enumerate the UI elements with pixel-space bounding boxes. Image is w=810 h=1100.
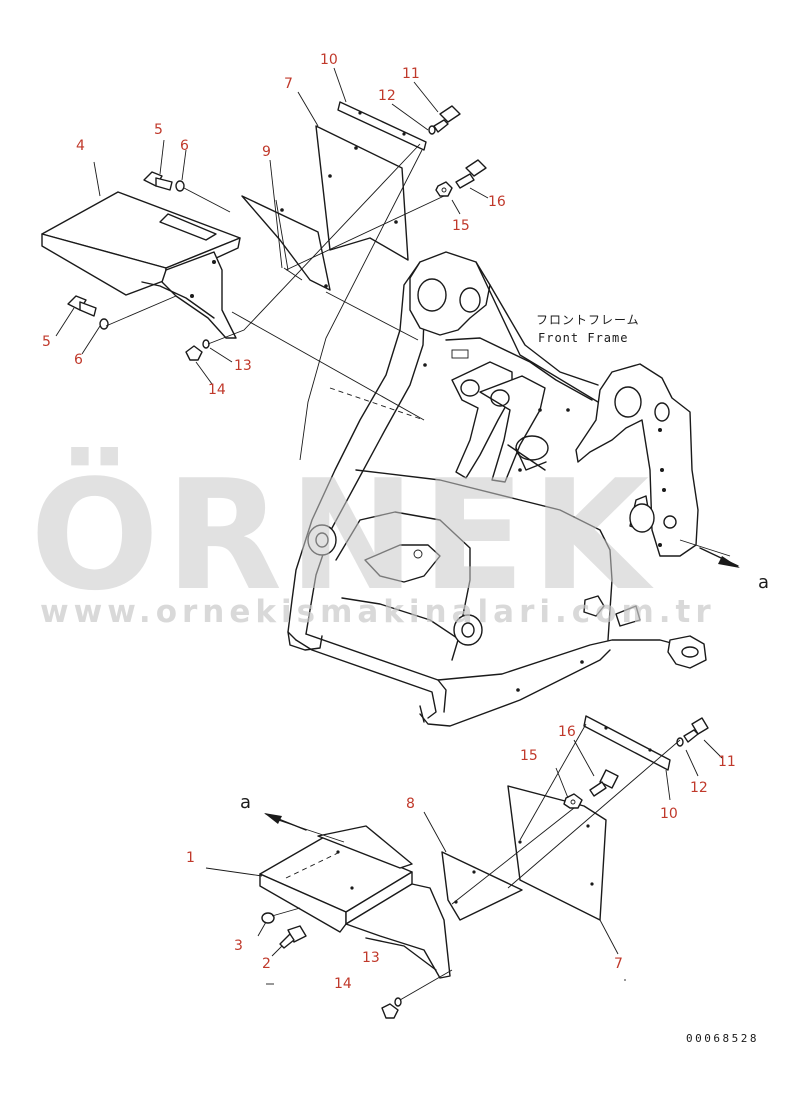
cover-plate-8: [441, 851, 523, 921]
nut-14-lower: [381, 1003, 399, 1019]
callout-6-upper-bottom: 6: [74, 352, 83, 368]
callout-14-lower: 14: [334, 976, 352, 992]
callout-leaders: [55, 67, 723, 957]
callout-8: 8: [406, 796, 415, 812]
callout-16-lower: 16: [558, 724, 576, 740]
front-frame: [287, 251, 707, 727]
frame-label-en: Front Frame: [538, 331, 628, 345]
cover-plate-7-lower: [507, 785, 607, 921]
assembly-lines-upper: [105, 143, 445, 461]
callout-10-lower: 10: [660, 806, 678, 822]
bolt-11-lower: [683, 717, 709, 743]
callout-7-upper: 7: [284, 76, 293, 92]
frame-label: フロントフレーム Front Frame: [536, 313, 640, 345]
washer-13-lower: [394, 997, 402, 1007]
callout-12-lower: 12: [690, 780, 708, 796]
callout-6-upper-top: 6: [180, 138, 189, 154]
nut-15-lower: [563, 793, 583, 809]
cover-plate-7-upper: [315, 125, 409, 261]
bolt-2-lower: [279, 925, 307, 949]
washer-12-upper: [428, 125, 436, 135]
washer-3-lower: [261, 912, 275, 924]
view-arrow-upper: [699, 547, 740, 568]
callout-10-upper: 10: [320, 52, 338, 68]
step-plate-lower: [259, 825, 451, 979]
bolt-11-upper: [433, 105, 461, 133]
callout-16-upper: 16: [488, 194, 506, 210]
callout-11-lower: 11: [718, 754, 736, 770]
view-arrow-lower: [264, 813, 307, 831]
callout-2: 2: [262, 956, 271, 972]
assembly-lines-lower: [271, 539, 731, 1001]
bolt-5-upper-bottom: [67, 295, 97, 317]
step-plate-upper: [41, 191, 241, 339]
callout-15-lower: 15: [520, 748, 538, 764]
callout-1: 1: [186, 850, 195, 866]
callout-5-upper-bottom: 5: [42, 334, 51, 350]
callout-4: 4: [76, 138, 85, 154]
view-mark-lower: a: [240, 792, 251, 813]
bolt-5-upper-top: [143, 171, 173, 191]
nut-15-upper: [435, 181, 453, 197]
view-mark-upper: a: [758, 572, 769, 593]
callout-3: 3: [234, 938, 243, 954]
cover-plate-9: [241, 195, 331, 291]
strip-10-lower: [583, 715, 671, 771]
watermark: ÖRNEK www.ornekismakinalari.com.tr: [30, 447, 716, 630]
callouts: 10 11 12 7 9 5 6 4 16 15 5 6 13 14 16 11…: [42, 52, 736, 992]
callout-7-lower: 7: [614, 956, 623, 972]
callout-14-upper: 14: [208, 382, 226, 398]
document-number: 00068528: [686, 1032, 759, 1045]
callout-9: 9: [262, 144, 271, 160]
frame-label-jp: フロントフレーム: [536, 313, 640, 327]
callout-5-upper-top: 5: [154, 122, 163, 138]
strip-10-upper: [337, 101, 427, 151]
bolt-16-lower: [589, 769, 619, 797]
callout-13-upper: 13: [234, 358, 252, 374]
watermark-brand: ÖRNEK: [30, 447, 655, 624]
callout-12-upper: 12: [378, 88, 396, 104]
watermark-url: www.ornekismakinalari.com.tr: [40, 594, 716, 630]
callout-11-upper: 11: [402, 66, 420, 82]
nut-14-upper: [185, 345, 203, 361]
washer-6-upper-bottom: [99, 318, 109, 330]
bolt-16-upper: [455, 159, 487, 189]
callout-15-upper: 15: [452, 218, 470, 234]
washer-6-upper-top: [175, 180, 185, 192]
callout-13-lower: 13: [362, 950, 380, 966]
